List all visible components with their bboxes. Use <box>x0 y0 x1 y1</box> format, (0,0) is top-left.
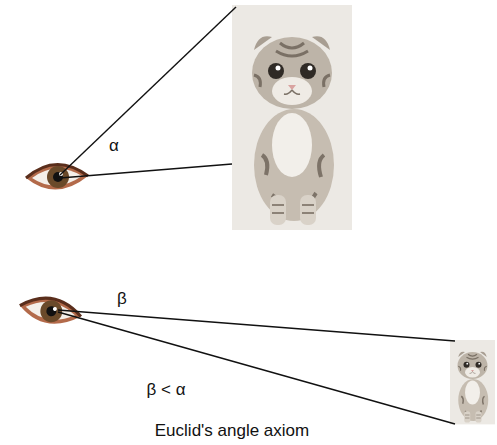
angle-label: α <box>107 136 121 156</box>
sight-lines <box>58 7 455 424</box>
kitten-photo <box>450 340 495 424</box>
kitten-photo <box>232 5 352 230</box>
caption: Euclid's angle axiom <box>155 421 309 441</box>
angle-label: β <box>115 289 129 309</box>
angle-label: β < α <box>145 380 188 400</box>
